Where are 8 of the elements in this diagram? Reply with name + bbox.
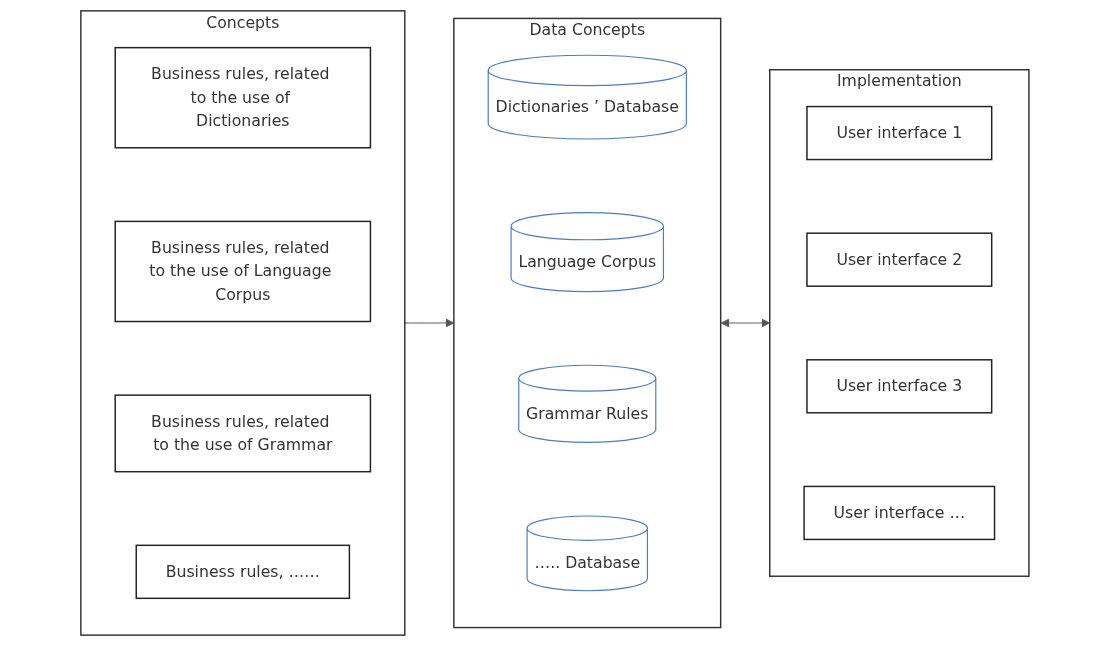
node-box: Business rules, …… <box>135 544 351 599</box>
node-box: Business rules, related to the use of Dictionaries <box>114 46 372 148</box>
node-box: User interface 1 <box>806 105 993 160</box>
node-box: User interface 2 <box>806 231 993 287</box>
node-box: Business rules, related to the use of Language Corpus <box>114 220 372 322</box>
node-box: User interface … <box>803 485 996 540</box>
node-box: Business rules, related to the use of Grammar <box>114 393 372 472</box>
node-box: User interface 3 <box>806 358 993 414</box>
